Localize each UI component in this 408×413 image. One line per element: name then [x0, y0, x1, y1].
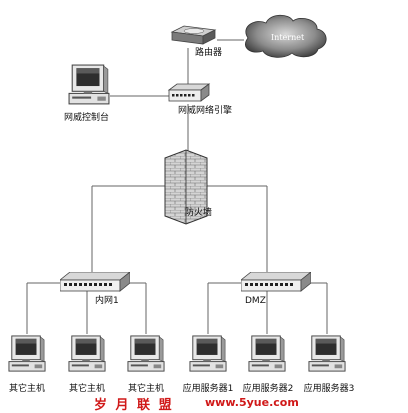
server-2-label: 应用服务器2 [242, 384, 294, 394]
firewall-label: 防火墙 [185, 208, 213, 218]
host-3-label: 其它主机 [127, 384, 165, 394]
host-3-icon [127, 335, 165, 372]
host-2-label: 其它主机 [68, 384, 106, 394]
server-3-icon [308, 335, 346, 372]
server-1-icon [189, 335, 227, 372]
switch-dmz-label: DMZ [245, 296, 266, 306]
internet-cloud [245, 14, 327, 58]
router-icon [170, 25, 217, 45]
engine-label: 网威网络引擎 [178, 106, 233, 116]
host-2-icon [68, 335, 106, 372]
router-label: 路由器 [195, 48, 223, 58]
host-1-label: 其它主机 [8, 384, 46, 394]
host-1-icon [8, 335, 46, 372]
switch-internal-label: 内网1 [95, 296, 119, 306]
internet-label: Internet [271, 33, 305, 42]
watermark-brand: 岁 月 联 盟 [94, 398, 174, 413]
server-2-icon [248, 335, 286, 372]
console-label: 网威控制台 [64, 113, 110, 123]
switch-internal-icon [60, 272, 130, 292]
server-1-label: 应用服务器1 [182, 384, 234, 394]
engine-device-icon [167, 83, 211, 102]
server-3-label: 应用服务器3 [303, 384, 355, 394]
console-computer-icon [68, 64, 110, 105]
watermark-url: www.5yue.com [205, 396, 299, 409]
firewall-icon [164, 149, 208, 225]
switch-dmz-icon [241, 272, 311, 292]
